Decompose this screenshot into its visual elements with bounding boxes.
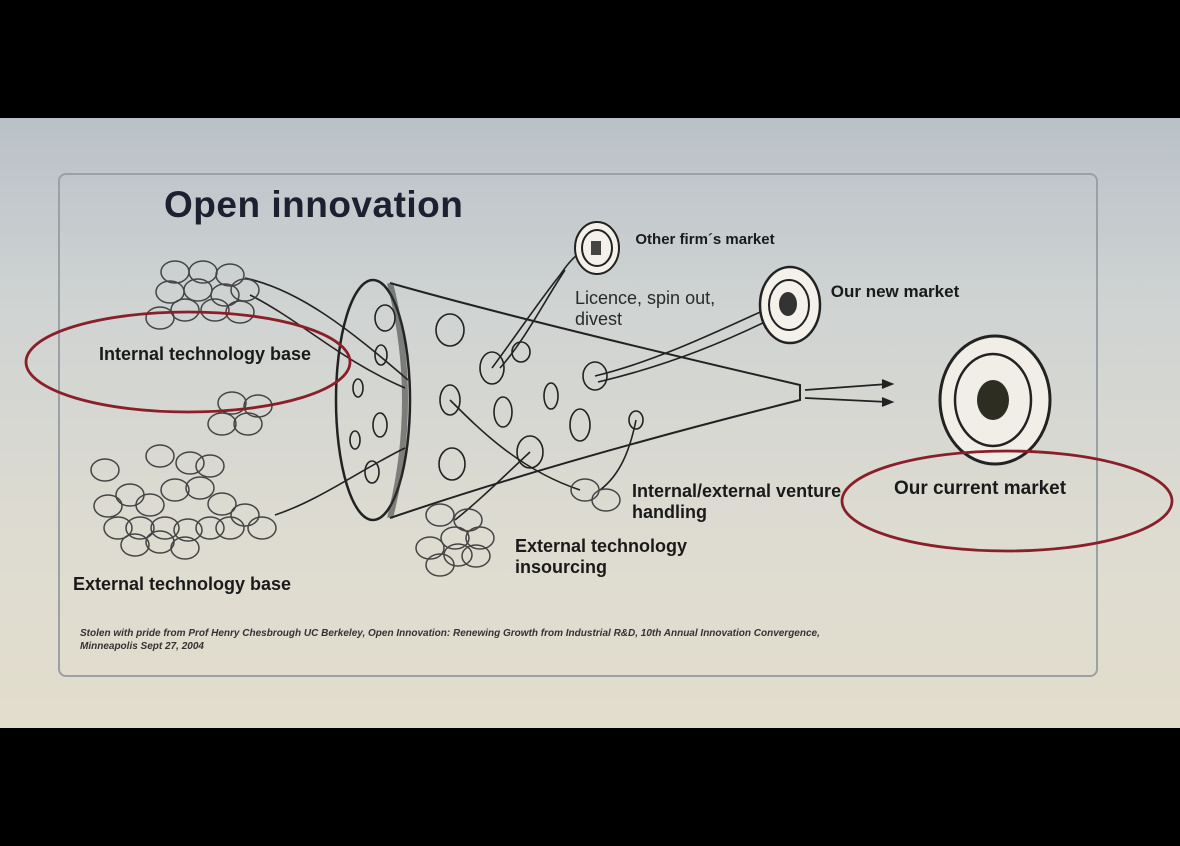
bubble — [125, 516, 155, 540]
connector-lines — [244, 247, 786, 521]
bubble — [160, 478, 190, 502]
bubble — [170, 536, 200, 560]
label-external-insourcing: External technology insourcing — [515, 536, 688, 577]
bubble — [207, 412, 237, 436]
bubble — [591, 488, 621, 512]
bubble — [415, 536, 445, 560]
bubble — [217, 391, 247, 415]
bubble — [135, 493, 165, 517]
source-credit: Stolen with pride from Prof Henry Chesbr… — [80, 628, 820, 652]
letterbox-bottom — [0, 728, 1180, 846]
label-internal-tech-base: Internal technology base — [98, 344, 312, 364]
bubble — [120, 533, 150, 557]
label-other-firm-market: Other firm´s market — [635, 231, 775, 248]
funnel-holes — [349, 304, 644, 484]
label-licence: Licence, spin out, divest — [575, 288, 716, 329]
our-new-market-target — [758, 265, 822, 345]
bubble — [215, 516, 245, 540]
bubble — [185, 476, 215, 500]
bubble — [150, 516, 180, 540]
bubble — [461, 544, 491, 568]
output-arrows — [804, 379, 895, 407]
label-venture-handling: Internal/external venture handling — [632, 481, 842, 522]
bubble — [195, 516, 225, 540]
other-firm-market-target — [574, 221, 620, 275]
bubble — [93, 494, 123, 518]
bubble — [115, 483, 145, 507]
bubble — [200, 298, 230, 322]
label-external-tech-base: External technology base — [73, 574, 292, 594]
bubble — [230, 503, 260, 527]
funnel — [334, 278, 801, 522]
bubble — [230, 278, 260, 302]
bubble — [225, 300, 255, 324]
bubble — [465, 526, 495, 550]
slide-frame — [58, 173, 1098, 677]
bubble — [440, 526, 470, 550]
bubble — [175, 451, 205, 475]
bubble — [170, 298, 200, 322]
bubble — [145, 444, 175, 468]
letterbox-top — [0, 0, 1180, 118]
bubble — [207, 492, 237, 516]
bubble — [215, 263, 245, 287]
bubble — [173, 518, 203, 542]
bubble — [160, 260, 190, 284]
bubble — [570, 478, 600, 502]
label-our-new-market: Our new market — [830, 282, 960, 301]
technology-bubbles — [90, 260, 621, 577]
bubble — [145, 306, 175, 330]
our-current-market-target — [938, 334, 1052, 466]
bubble — [453, 508, 483, 532]
bubble — [103, 516, 133, 540]
bubble — [425, 503, 455, 527]
bubble — [425, 553, 455, 577]
bubble — [195, 454, 225, 478]
bubble — [210, 283, 240, 307]
highlight-current-market — [840, 449, 1174, 553]
bubble — [233, 412, 263, 436]
slide-title: Open innovation — [164, 184, 464, 225]
bubble — [90, 458, 120, 482]
label-our-current-market: Our current market — [893, 478, 1067, 499]
highlight-internal-base — [24, 310, 352, 414]
bubble — [145, 530, 175, 554]
bubble — [247, 516, 277, 540]
